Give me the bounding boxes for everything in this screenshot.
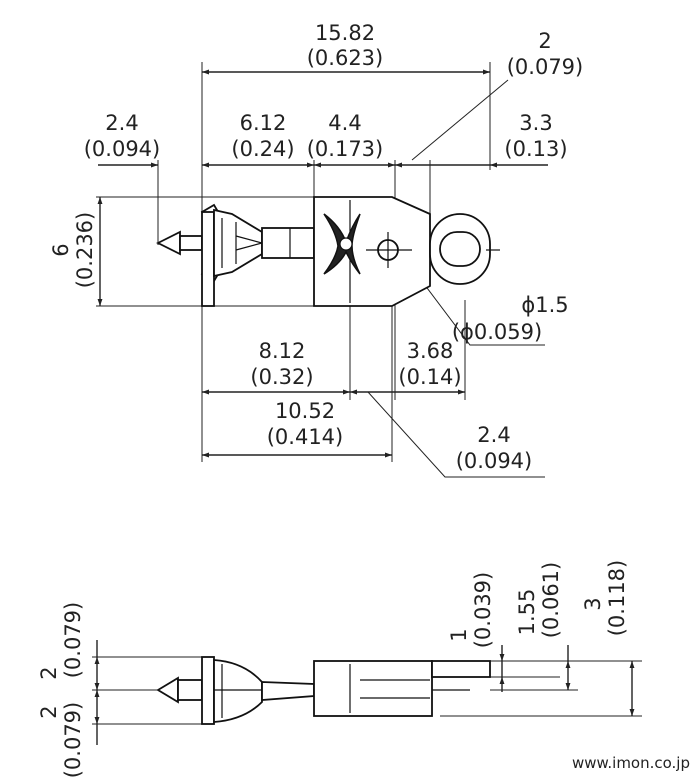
tip-length-value: 2.4 — [105, 111, 138, 135]
to-body-end-inch: (0.414) — [267, 425, 344, 449]
hole-dia-inch: (ϕ0.059) — [452, 320, 542, 344]
wing-to-hole-inch: (0.14) — [398, 365, 461, 389]
to-body-end-value: 10.52 — [275, 399, 335, 423]
head-length-value: 6.12 — [240, 111, 287, 135]
tab-thickness-inch: (0.039) — [471, 572, 495, 649]
hole-dia-value: ϕ1.5 — [521, 293, 568, 317]
upper-half-inch: (0.079) — [61, 602, 85, 679]
width-value: 6 — [49, 243, 73, 256]
overall-length-inch: (0.623) — [307, 46, 384, 70]
ring-width-inch: (0.079) — [507, 55, 584, 79]
side-view: 2 (0.079) 2 (0.079) 1 (0.039) 1.55 (0.06… — [37, 560, 642, 779]
neck-gap-inch: (0.094) — [456, 449, 533, 473]
body-length-value: 4.4 — [328, 111, 361, 135]
upper-half-value: 2 — [37, 666, 61, 679]
width-inch: (0.236) — [73, 212, 97, 289]
tab-offset-inch: (0.061) — [539, 562, 563, 639]
tab-thickness-value: 1 — [447, 628, 471, 641]
tip-length-inch: (0.094) — [84, 137, 161, 161]
ring-length-value: 3.3 — [519, 111, 552, 135]
watermark-text: www.imon.co.jp — [572, 754, 690, 772]
extension-lines-side — [92, 656, 642, 725]
overall-length-value: 15.82 — [315, 21, 375, 45]
dim-labels-top: 15.82 (0.623) 2 (0.079) 2.4 (0.094) 6.12… — [49, 21, 583, 473]
tab-offset-value: 1.55 — [515, 589, 539, 636]
ring-width-value: 2 — [538, 29, 551, 53]
wing-to-hole-value: 3.68 — [407, 339, 454, 363]
lower-half-inch: (0.079) — [61, 702, 85, 779]
total-height-inch: (0.118) — [605, 560, 629, 637]
top-view: 15.82 (0.623) 2 (0.079) 2.4 (0.094) 6.12… — [49, 21, 583, 478]
dim-labels-side: 2 (0.079) 2 (0.079) 1 (0.039) 1.55 (0.06… — [37, 560, 629, 779]
lower-half-value: 2 — [37, 705, 61, 718]
dimension-lines-top — [97, 69, 548, 478]
ring-length-inch: (0.13) — [504, 137, 567, 161]
to-wing-value: 8.12 — [259, 339, 306, 363]
total-height-value: 3 — [581, 597, 605, 610]
body-length-inch: (0.173) — [307, 137, 384, 161]
neck-gap-value: 2.4 — [477, 423, 510, 447]
to-wing-inch: (0.32) — [250, 365, 313, 389]
dimension-lines-side — [94, 640, 635, 745]
clip-side-outline — [156, 656, 491, 725]
head-length-inch: (0.24) — [231, 137, 294, 161]
clip-top-outline — [155, 196, 500, 307]
